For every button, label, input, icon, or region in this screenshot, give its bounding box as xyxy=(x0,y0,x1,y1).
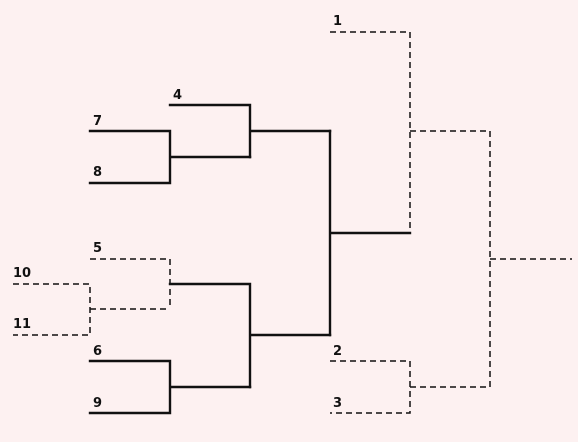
match-2-vs-3 xyxy=(330,360,490,414)
match-6-vs-9 xyxy=(88,359,252,415)
seed-label-2: 2 xyxy=(333,344,342,359)
final-match xyxy=(489,131,572,387)
seed-label-9: 9 xyxy=(93,396,102,411)
seed-label-10: 10 xyxy=(13,266,31,281)
seed-label-11: 11 xyxy=(13,317,31,332)
match-1-vs-left-winner xyxy=(330,31,411,233)
seed-label-3: 3 xyxy=(333,396,342,411)
match-5-vs-winner-10-11 xyxy=(90,258,171,309)
match-4-vs-winner-7-8 xyxy=(168,103,332,159)
semifinal-left xyxy=(328,129,412,337)
seed-label-7: 7 xyxy=(93,114,102,129)
seed-label-1: 1 xyxy=(333,14,342,29)
match-7-vs-8 xyxy=(88,129,252,185)
match-10-vs-11 xyxy=(13,283,170,336)
seed-label-6: 6 xyxy=(93,344,102,359)
seed-label-5: 5 xyxy=(93,241,102,256)
seed-label-8: 8 xyxy=(93,165,102,180)
match-5-side-vs-winner-6-9 xyxy=(168,282,332,389)
seed-label-4: 4 xyxy=(173,88,182,103)
